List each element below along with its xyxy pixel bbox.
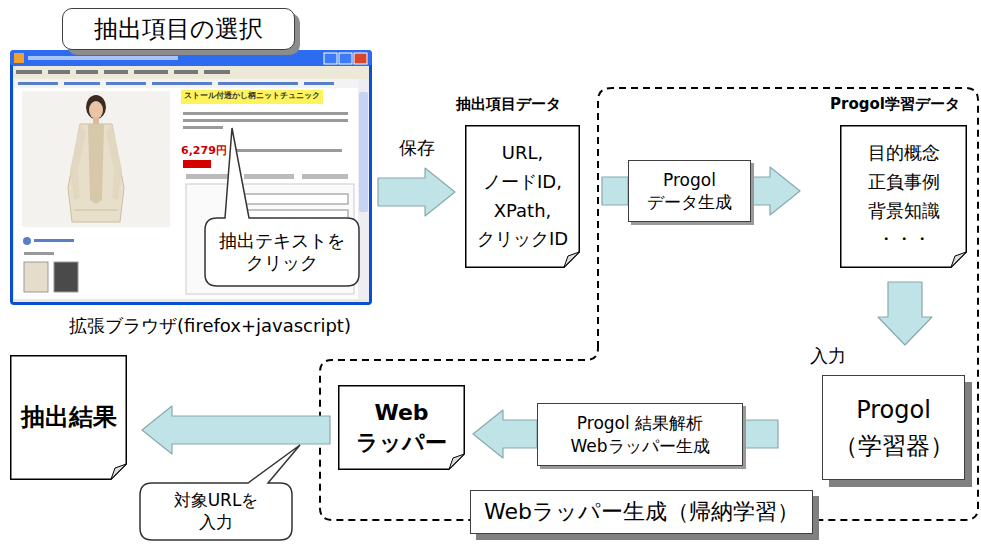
text-body: Progol データ生成 <box>637 169 742 213</box>
variation-heading <box>24 252 54 255</box>
window-icon <box>14 53 24 63</box>
scrollbar-thumb <box>359 92 368 212</box>
browser-screenshot <box>10 50 372 305</box>
node-text: URL, ノードID, XPath, クリックID <box>471 139 574 254</box>
document-fold <box>449 454 464 469</box>
block-arrow <box>473 410 537 458</box>
region-label: Webラッパー生成（帰納学習） <box>470 490 813 534</box>
node-text: 抽出項目の選択 <box>73 15 284 44</box>
document-fold <box>951 252 966 267</box>
close-button <box>354 53 367 64</box>
document-shape: 目的概念 正負事例 背景知識 ・・・Progol学習データ <box>840 125 967 268</box>
menu-bar <box>16 70 230 74</box>
product-photo <box>22 91 170 227</box>
tab-bar <box>186 174 348 179</box>
speech-bubble: 対象URLを 入力 <box>140 483 292 540</box>
text-body: Progol 結果解析 Webラッパー生成 <box>546 412 734 456</box>
block-arrow <box>602 177 628 205</box>
node-heading: Progol学習データ <box>830 95 960 113</box>
zoom-icon <box>23 237 31 245</box>
document-shape: Web ラッパー <box>338 385 465 470</box>
model-figure <box>68 95 124 222</box>
document-fold <box>111 464 126 479</box>
document-outline <box>338 385 465 470</box>
edge-label: 保存 <box>396 137 438 159</box>
node-text: Progol 結果解析 Webラッパー生成 <box>546 412 734 456</box>
thumbnail <box>54 262 78 292</box>
text-body: 抽出テキストを クリック <box>213 230 351 275</box>
node-text: Webラッパー生成（帰納学習） <box>481 499 802 525</box>
node-text: 抽出テキストを クリック <box>213 230 351 275</box>
edge-label: 入力 <box>807 345 849 367</box>
node-text: 対象URLを 入力 <box>160 490 272 533</box>
document-outline <box>11 356 127 480</box>
node-heading: 拡張ブラウザ(firefox+javascript) <box>40 315 380 337</box>
text-body: Progol （学習器） <box>831 392 956 464</box>
text-body: 目的概念 正負事例 背景知識 ・・・ <box>848 139 959 254</box>
node-text: 抽出結果 <box>16 402 121 433</box>
process-box: Progol データ生成 <box>628 160 751 222</box>
title-bar-line <box>28 56 178 60</box>
text-body: 抽出項目の選択 <box>73 15 284 44</box>
breadcrumb-bar <box>14 79 358 88</box>
minimize-button <box>324 53 337 64</box>
block-arrow <box>751 167 800 215</box>
title-callout: 抽出項目の選択 <box>62 8 295 50</box>
bubble-outline <box>140 445 300 540</box>
page-area <box>14 79 358 299</box>
bubble-outline <box>205 128 359 286</box>
text-body: URL, ノードID, XPath, クリックID <box>471 139 574 254</box>
document-shape: URL, ノードID, XPath, クリックID抽出項目データ <box>465 125 580 268</box>
selected-text-highlight <box>181 90 323 104</box>
product-title: ストール付透かし柄ニットチュニック <box>184 91 320 101</box>
node-text: Web ラッパー <box>346 398 457 457</box>
breadcrumb-links <box>18 82 334 85</box>
block-arrow <box>378 168 455 216</box>
document-outline <box>466 126 580 268</box>
zoom-link <box>34 239 74 242</box>
free-shipping-badge <box>183 160 211 168</box>
speech-bubble: 抽出テキストを クリック <box>205 218 359 286</box>
document-fold <box>564 252 579 267</box>
block-arrow <box>878 282 932 345</box>
window-body <box>13 66 369 302</box>
document-shape: 抽出結果 <box>10 355 127 480</box>
text-body: Web ラッパー <box>346 398 457 457</box>
text-body: Webラッパー生成（帰納学習） <box>481 499 802 525</box>
select-box <box>232 194 348 204</box>
learning-region-outline <box>320 88 978 520</box>
title-bar <box>10 50 372 66</box>
document-outline <box>841 126 967 268</box>
product-price: 6,279円 <box>181 144 227 157</box>
learner-box: Progol （学習器） <box>822 375 965 480</box>
node-text: Progol （学習器） <box>831 392 956 464</box>
window-frame <box>10 50 372 305</box>
text-body: 対象URLを 入力 <box>160 490 272 533</box>
block-arrow <box>142 406 330 454</box>
text-body: 抽出結果 <box>16 402 121 433</box>
node-heading: 抽出項目データ <box>456 95 561 113</box>
process-box: Progol 結果解析 Webラッパー生成 <box>537 403 743 466</box>
document-outline <box>339 386 465 470</box>
node-text: 目的概念 正負事例 背景知識 ・・・ <box>848 139 959 254</box>
node-text: Progol データ生成 <box>637 169 742 213</box>
maximize-button <box>339 53 352 64</box>
thumbnail <box>24 262 48 292</box>
block-arrow <box>743 420 778 448</box>
